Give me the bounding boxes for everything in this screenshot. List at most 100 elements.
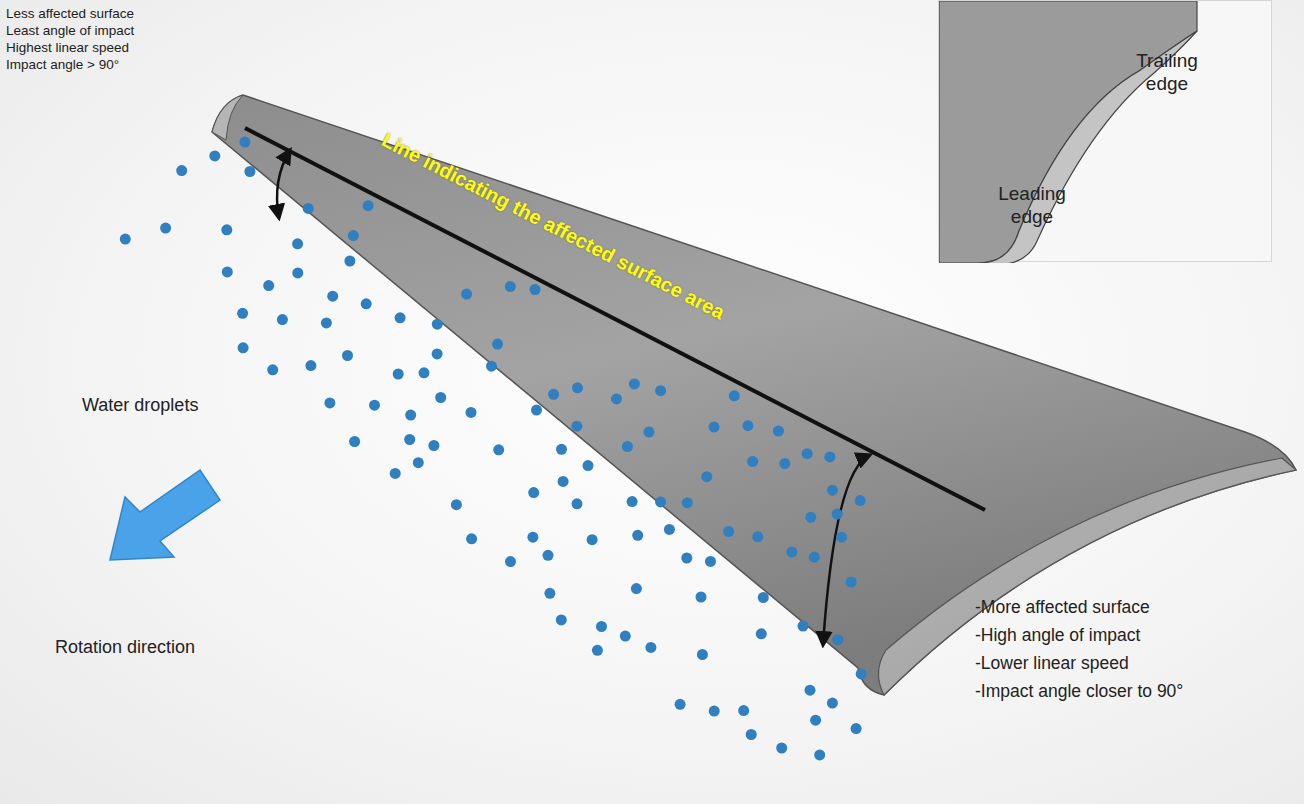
- water-droplet: [738, 705, 749, 716]
- water-droplet: [404, 434, 415, 445]
- water-droplet: [244, 166, 255, 177]
- inset-blade-drawing: [939, 1, 1273, 263]
- water-droplet: [238, 342, 249, 353]
- blade-tip-face: [878, 458, 1296, 695]
- water-droplet: [344, 256, 355, 267]
- water-droplet: [723, 526, 734, 537]
- water-droplet: [176, 165, 187, 176]
- water-droplet: [324, 397, 335, 408]
- water-droplet: [756, 628, 767, 639]
- water-droplet: [209, 150, 220, 161]
- water-droplet: [802, 448, 813, 459]
- water-droplet: [556, 444, 567, 455]
- water-droplet: [611, 393, 622, 404]
- water-droplet: [369, 400, 380, 411]
- water-droplet: [395, 312, 406, 323]
- water-droplet: [321, 317, 332, 328]
- water-droplet: [120, 234, 131, 245]
- rotation-arrow: [110, 470, 220, 560]
- water-droplet: [548, 389, 559, 400]
- water-droplet: [709, 422, 720, 433]
- water-droplet: [466, 533, 477, 544]
- water-droplet: [836, 532, 847, 543]
- water-droplet: [832, 634, 843, 645]
- water-droplet: [239, 137, 250, 148]
- water-droplet: [855, 495, 866, 506]
- water-droplet: [696, 592, 707, 603]
- water-droplet: [305, 360, 316, 371]
- water-droplet: [827, 485, 838, 496]
- water-droplet: [645, 642, 656, 653]
- water-droplet: [543, 550, 554, 561]
- note-text: -High angle of impact: [975, 625, 1140, 646]
- water-droplet: [655, 385, 666, 396]
- water-droplet: [361, 298, 372, 309]
- water-droplet: [627, 496, 638, 507]
- water-droplet: [705, 556, 716, 567]
- note-text: -More affected surface: [975, 597, 1150, 618]
- water-droplet: [776, 743, 787, 754]
- water-droplet: [827, 698, 838, 709]
- water-droplet: [631, 583, 642, 594]
- water-droplet: [222, 266, 233, 277]
- water-droplet: [435, 392, 446, 403]
- water-droplet: [390, 468, 401, 479]
- note-text: -Impact angle closer to 90°: [975, 681, 1183, 702]
- water-droplet: [221, 224, 232, 235]
- water-droplet: [846, 577, 857, 588]
- water-droplet: [432, 348, 443, 359]
- water-droplet: [292, 238, 303, 249]
- water-droplet: [160, 223, 171, 234]
- water-droplet: [752, 531, 763, 542]
- water-droplet: [709, 706, 720, 717]
- water-droplet: [632, 530, 643, 541]
- water-droplet: [303, 203, 314, 214]
- water-droplet: [393, 369, 404, 380]
- water-droplet: [413, 457, 424, 468]
- water-droplet: [419, 367, 430, 378]
- edge-label: Leading edge: [987, 183, 1077, 229]
- water-droplet: [824, 451, 835, 462]
- water-droplet: [237, 308, 248, 319]
- water-droplet: [461, 289, 472, 300]
- inset-panel: Trailing edgeLeading edge: [938, 0, 1272, 262]
- note-text: Impact angle > 90°: [6, 57, 119, 72]
- water-droplet: [747, 456, 758, 467]
- water-droplet: [493, 444, 504, 455]
- water-droplet: [492, 339, 503, 350]
- water-droplet: [810, 715, 821, 726]
- water-droplet: [572, 498, 583, 509]
- water-droplet: [592, 645, 603, 656]
- water-droplet: [773, 426, 784, 437]
- affected-surface-line: [245, 128, 985, 510]
- impact-angle-arrow: [277, 150, 290, 218]
- water-droplet: [505, 281, 516, 292]
- water-droplet: [348, 230, 359, 241]
- water-droplet: [277, 314, 288, 325]
- water-droplet: [622, 441, 633, 452]
- water-droplet: [851, 723, 862, 734]
- water-droplet: [544, 588, 555, 599]
- water-droplet: [558, 476, 569, 487]
- water-droplet: [263, 280, 274, 291]
- water-droplet: [451, 499, 462, 510]
- water-droplet: [528, 487, 539, 498]
- water-droplet: [809, 552, 820, 563]
- water-droplet: [432, 319, 443, 330]
- water-droplet: [805, 512, 816, 523]
- water-droplet: [681, 553, 692, 564]
- note-text: Highest linear speed: [6, 40, 129, 55]
- note-text: Less affected surface: [6, 6, 134, 21]
- water-droplet: [779, 458, 790, 469]
- water-droplet: [583, 460, 594, 471]
- blade-root-face: [212, 95, 243, 140]
- water-droplets: [120, 137, 867, 761]
- water-droplet: [786, 547, 797, 558]
- water-droplet: [675, 699, 686, 710]
- water-droplet: [620, 631, 631, 642]
- water-droplet: [342, 350, 353, 361]
- water-droplet: [327, 291, 338, 302]
- water-droplet: [805, 685, 816, 696]
- water-droplet: [856, 668, 867, 679]
- note-text: Least angle of impact: [6, 23, 134, 38]
